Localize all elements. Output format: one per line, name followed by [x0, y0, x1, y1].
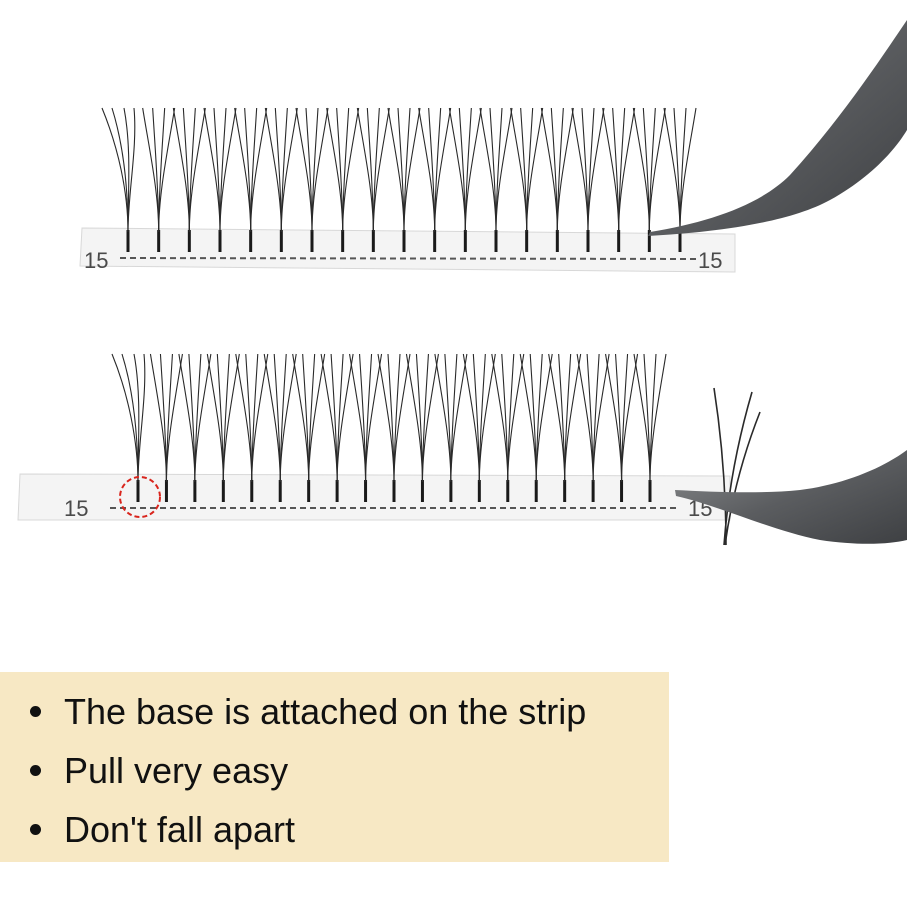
- dashed-guide-line: [119, 257, 701, 260]
- lash-fans-bottom: [111, 353, 667, 502]
- lash-strip-photo-bottom: 15 15: [0, 330, 907, 630]
- lash-fan: [663, 107, 697, 252]
- feature-list: The base is attached on the strip Pull v…: [0, 672, 669, 859]
- lash-fan: [172, 107, 206, 252]
- lash-fan: [571, 107, 605, 252]
- lash-fan: [540, 107, 574, 252]
- strip-length-label-left: 15: [64, 496, 88, 521]
- paper-strip: [79, 227, 736, 273]
- lash-fan: [633, 353, 667, 502]
- lash-fan: [149, 353, 183, 502]
- lash-fan: [479, 107, 513, 252]
- lash-fan: [111, 353, 146, 502]
- lash-fan: [405, 353, 439, 502]
- lash-fan: [387, 107, 421, 252]
- lash-fan: [462, 353, 496, 502]
- strip-length-label-right: 15: [698, 248, 722, 273]
- feature-text: Don't fall apart: [64, 809, 295, 850]
- strip-length-label-left: 15: [84, 248, 108, 273]
- lash-fan: [418, 107, 452, 252]
- feature-text: Pull very easy: [64, 750, 289, 791]
- highlight-circle: [119, 476, 161, 518]
- lash-fan: [605, 353, 639, 502]
- lifted-lash-fan: [713, 387, 761, 546]
- lash-fan: [510, 107, 544, 252]
- lash-fan: [178, 353, 212, 502]
- lash-fan: [320, 353, 354, 502]
- lash-strip-photo-top: 15 15: [0, 0, 907, 320]
- lash-fan: [234, 107, 268, 252]
- lash-fan: [264, 107, 298, 252]
- lash-fan: [602, 107, 636, 252]
- feature-item: Pull very easy: [30, 741, 669, 800]
- tweezers: [675, 450, 907, 544]
- bullet-icon: [30, 706, 41, 717]
- lash-fan: [349, 353, 383, 502]
- lash-fans-top: [101, 107, 697, 252]
- lash-fan: [491, 353, 525, 502]
- lash-strip-illustration-bottom: 15 15: [17, 353, 907, 546]
- lash-strip-illustration-top: 15 15: [79, 20, 907, 273]
- lash-fan: [203, 107, 237, 252]
- paper-strip: [17, 473, 731, 521]
- feature-item: The base is attached on the strip: [30, 682, 669, 741]
- lash-fan: [434, 353, 468, 502]
- tweezers: [648, 20, 907, 236]
- feature-text: The base is attached on the strip: [64, 691, 587, 732]
- lash-fan: [548, 353, 582, 502]
- lash-fan: [142, 107, 176, 252]
- lash-fan: [448, 107, 482, 252]
- lash-fan: [263, 353, 297, 502]
- lash-fan: [356, 107, 390, 252]
- lash-fan: [519, 353, 553, 502]
- lash-fan: [295, 107, 329, 252]
- lash-fan: [206, 353, 240, 502]
- bullet-icon: [30, 824, 41, 835]
- bullet-icon: [30, 765, 41, 776]
- feature-list-box: The base is attached on the strip Pull v…: [0, 672, 669, 862]
- lash-fan: [377, 353, 411, 502]
- lash-fan: [101, 107, 136, 252]
- lash-fan: [292, 353, 326, 502]
- lash-fan: [326, 107, 360, 252]
- lash-fan: [235, 353, 269, 502]
- lash-fan: [576, 353, 610, 502]
- feature-item: Don't fall apart: [30, 800, 669, 859]
